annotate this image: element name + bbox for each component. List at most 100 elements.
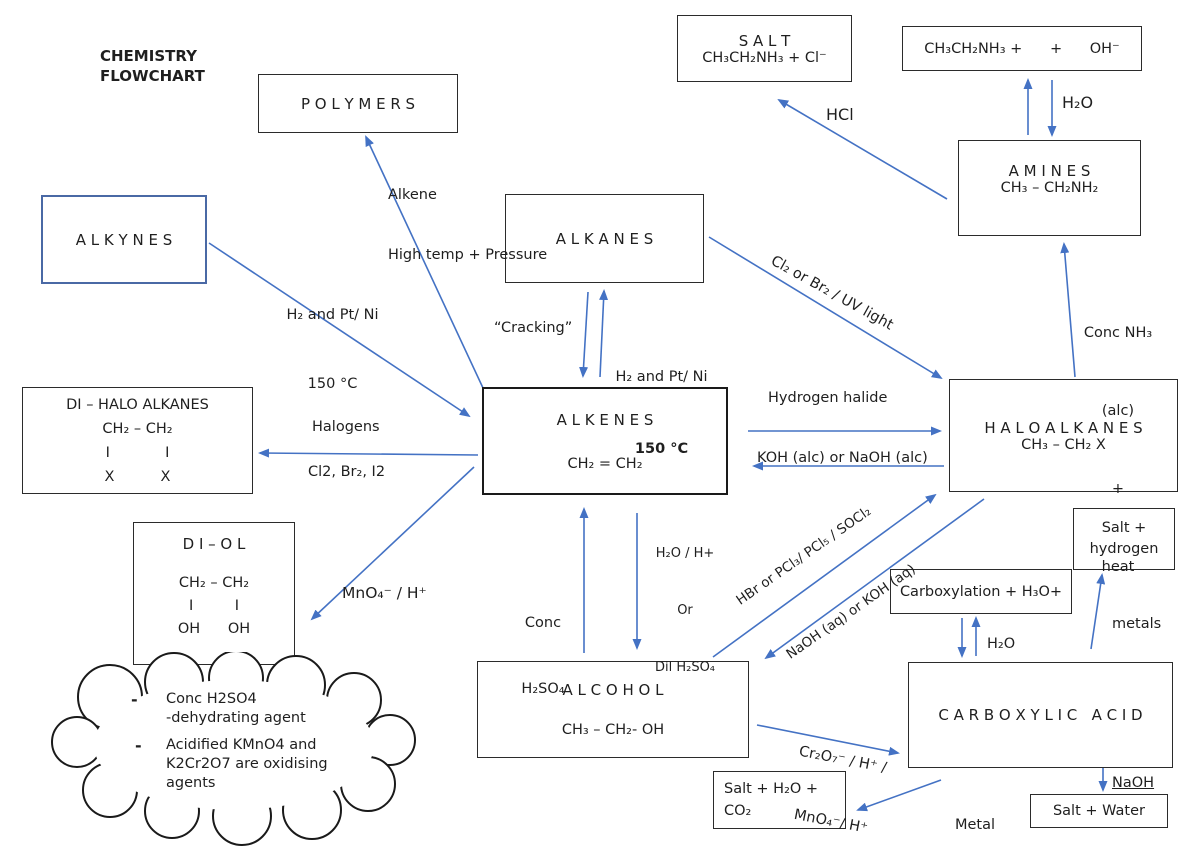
cloud-shape bbox=[51, 652, 416, 846]
page-title: CHEMISTRY FLOWCHART bbox=[100, 46, 205, 86]
di-halo-alkanes-line1: CH₂ – CH₂ bbox=[102, 420, 173, 437]
alcohol-title: A L C O H O L bbox=[562, 681, 664, 700]
label-hydration-line2: Or bbox=[677, 603, 693, 618]
label-conc-h2so4-line1: Conc bbox=[524, 615, 562, 631]
box-salt-hydrogen: Salt + hydrogen bbox=[1073, 508, 1175, 570]
alkenes-title: A L K E N E S bbox=[556, 410, 654, 429]
label-metal-carbonate: Metal carbonate bbox=[910, 770, 1040, 850]
salt-h2o-co2-line2: CO₂ bbox=[724, 803, 752, 819]
label-conc-nh3: Conc NH₃ (alc) + heat bbox=[1068, 268, 1168, 632]
box-ethylammonium-hydroxide: CH₃CH₂NH₃ + + OH⁻ bbox=[902, 26, 1142, 71]
label-h2o-carboxylation: H₂O bbox=[987, 636, 1016, 652]
label-conc-nh3-line2: (alc) bbox=[1101, 403, 1135, 419]
label-hydration-line3: Dil H₂SO₄ bbox=[654, 660, 716, 675]
arrow-metal-carbonate-left bbox=[856, 779, 942, 812]
label-metals: metals bbox=[1112, 616, 1162, 632]
label-hydrogen-halide: Hydrogen halide bbox=[768, 390, 888, 406]
cloud-bullet2-dash: - bbox=[135, 736, 142, 755]
di-ol-line2: I I bbox=[188, 598, 240, 614]
box-carboxylation: Carboxylation + H₃O+ bbox=[890, 569, 1072, 614]
salt-formula: CH₃CH₂NH₃ + Cl⁻ bbox=[702, 49, 827, 66]
cloud-bullet1-line1: Conc H2SO4 bbox=[166, 691, 257, 707]
label-conc-h2so4: Conc H₂SO₄ bbox=[508, 568, 578, 744]
arrow-mno4-to-diol bbox=[310, 466, 475, 621]
di-halo-alkanes-line3: X X bbox=[104, 468, 171, 485]
label-hydration-line1: H₂O / H+ bbox=[655, 546, 715, 561]
page-title-line1: CHEMISTRY bbox=[100, 47, 197, 65]
di-ol-line3: OH OH bbox=[177, 621, 251, 637]
label-conc-nh3-line3: + bbox=[1111, 481, 1125, 497]
di-halo-alkanes-line2: I I bbox=[105, 444, 170, 461]
alkenes-formula: CH₂ = CH₂ bbox=[567, 455, 643, 472]
di-ol-title: D I – O L bbox=[182, 535, 246, 553]
label-naoh: NaOH bbox=[1112, 775, 1155, 791]
arrow-alkanes-to-haloalkanes bbox=[708, 236, 943, 380]
alcohol-formula: CH₃ – CH₂- OH bbox=[561, 721, 665, 738]
arrow-alkenes-to-polymers bbox=[365, 135, 484, 389]
cloud-bullet1-dash: - bbox=[131, 690, 138, 709]
arrow-haloalkanes-to-amines bbox=[1060, 242, 1076, 378]
arrow-oxidation-right bbox=[756, 724, 900, 756]
label-koh-naoh-alc: KOH (alc) or NaOH (alc) bbox=[757, 450, 928, 466]
arrow-cracking-down bbox=[579, 291, 589, 378]
box-di-ol: D I – O L CH₂ – CH₂ I I OH OH bbox=[133, 522, 295, 665]
box-alkynes: A L K Y N E S bbox=[41, 195, 207, 284]
box-salt-water: Salt + Water bbox=[1030, 794, 1168, 828]
cloud-bullet2-line1: Acidified KMnO4 and bbox=[166, 737, 317, 753]
label-alkynes-hydrogenation-line1: H₂ and Pt/ Ni bbox=[286, 307, 379, 323]
alkanes-title: A L K A N E S bbox=[555, 229, 654, 248]
salt-water-title: Salt + Water bbox=[1052, 803, 1146, 819]
carboxylic-acid-title: C A R B O X Y L I C A C I D bbox=[938, 706, 1143, 724]
label-oxidation-line1: Cr₂O₇⁻ / H⁺ / bbox=[797, 743, 888, 777]
cloud-note: - Conc H2SO4 -dehydrating agent - Acidif… bbox=[48, 652, 423, 847]
polymers-title: P O L Y M E R S bbox=[300, 94, 416, 113]
label-h2o-amines: H₂O bbox=[1062, 93, 1094, 112]
box-salt: S A L T CH₃CH₂NH₃ + Cl⁻ bbox=[677, 15, 852, 82]
haloalkanes-formula: CH₃ – CH₂ X bbox=[1021, 436, 1106, 453]
label-mno4: MnO₄⁻ / H⁺ bbox=[342, 584, 427, 602]
box-carboxylic-acid: C A R B O X Y L I C A C I D bbox=[908, 662, 1173, 768]
label-to-polymers: Alkene High temp + Pressure bbox=[388, 145, 547, 305]
box-alkenes: A L K E N E S CH₂ = CH₂ bbox=[482, 387, 728, 495]
label-conc-h2so4-line2: H₂SO₄ bbox=[521, 681, 565, 697]
box-di-halo-alkanes: DI – HALO ALKANES CH₂ – CH₂ I I X X bbox=[22, 387, 253, 494]
box-haloalkanes: H A L O A L K A N E S CH₃ – CH₂ X bbox=[949, 379, 1178, 492]
page-title-line2: FLOWCHART bbox=[100, 67, 205, 85]
alkynes-title: A L K Y N E S bbox=[75, 230, 173, 249]
label-halogen-list: Cl2, Br₂, I2 bbox=[308, 464, 386, 480]
label-alkanes-hydrogenation-line2: 150 °C bbox=[634, 441, 689, 457]
label-cracking: “Cracking” bbox=[494, 320, 573, 336]
salt-hydrogen-line1: Salt + bbox=[1101, 520, 1147, 536]
cloud-bullet1-line2: -dehydrating agent bbox=[166, 710, 306, 726]
arrow-halogens-left bbox=[258, 448, 479, 458]
label-hcl: HCl bbox=[826, 105, 854, 124]
cloud-bullet1: Conc H2SO4 -dehydrating agent bbox=[166, 690, 306, 728]
label-alkynes-hydrogenation-line2: 150 °C bbox=[307, 376, 358, 392]
label-alkynes-to-alkenes: H₂ and Pt/ Ni 150 °C bbox=[270, 258, 395, 442]
arrow-alcohol-to-haloalkanes bbox=[712, 493, 937, 658]
cloud-bullet2: Acidified KMnO4 and K2Cr2O7 are oxidisin… bbox=[166, 736, 328, 793]
arrow-metals-up bbox=[1090, 573, 1106, 650]
amines-formula: CH₃ – CH₂NH₂ bbox=[1000, 180, 1099, 196]
label-halogens: Halogens bbox=[312, 419, 380, 435]
box-polymers: P O L Y M E R S bbox=[258, 74, 458, 133]
cloud-bullet2-line3: agents bbox=[166, 775, 216, 791]
label-oxidation-line2: MnO₄⁻/ H⁺ bbox=[792, 806, 869, 837]
arrow-hydrogenation-up bbox=[599, 289, 609, 378]
carboxylation-title: Carboxylation + H₃O+ bbox=[899, 583, 1063, 600]
label-to-polymers-line1: Alkene bbox=[388, 187, 437, 203]
box-alkanes: A L K A N E S bbox=[505, 194, 704, 283]
cloud-bullet2-line2: K2Cr2O7 are oxidising bbox=[166, 756, 328, 772]
label-conc-nh3-line4: heat bbox=[1101, 559, 1135, 575]
arrow-haloalkanes-to-alcohol bbox=[764, 498, 985, 660]
arrow-amines-to-salt bbox=[777, 98, 948, 200]
haloalkanes-title: H A L O A L K A N E S bbox=[984, 418, 1143, 437]
ethylammonium-hydroxide-formula: CH₃CH₂NH₃ + + OH⁻ bbox=[924, 40, 1120, 57]
salt-h2o-co2-line1: Salt + H₂O + bbox=[724, 781, 819, 797]
di-halo-alkanes-title: DI – HALO ALKANES bbox=[66, 396, 209, 413]
arrow-alkynes-to-alkenes bbox=[208, 242, 471, 418]
box-salt-h2o-co2: Salt + H₂O + CO₂ bbox=[713, 771, 846, 829]
box-amines: A M I N E S CH₃ – CH₂NH₂ bbox=[958, 140, 1141, 236]
label-metal-carbonate-line1: Metal bbox=[954, 817, 996, 833]
